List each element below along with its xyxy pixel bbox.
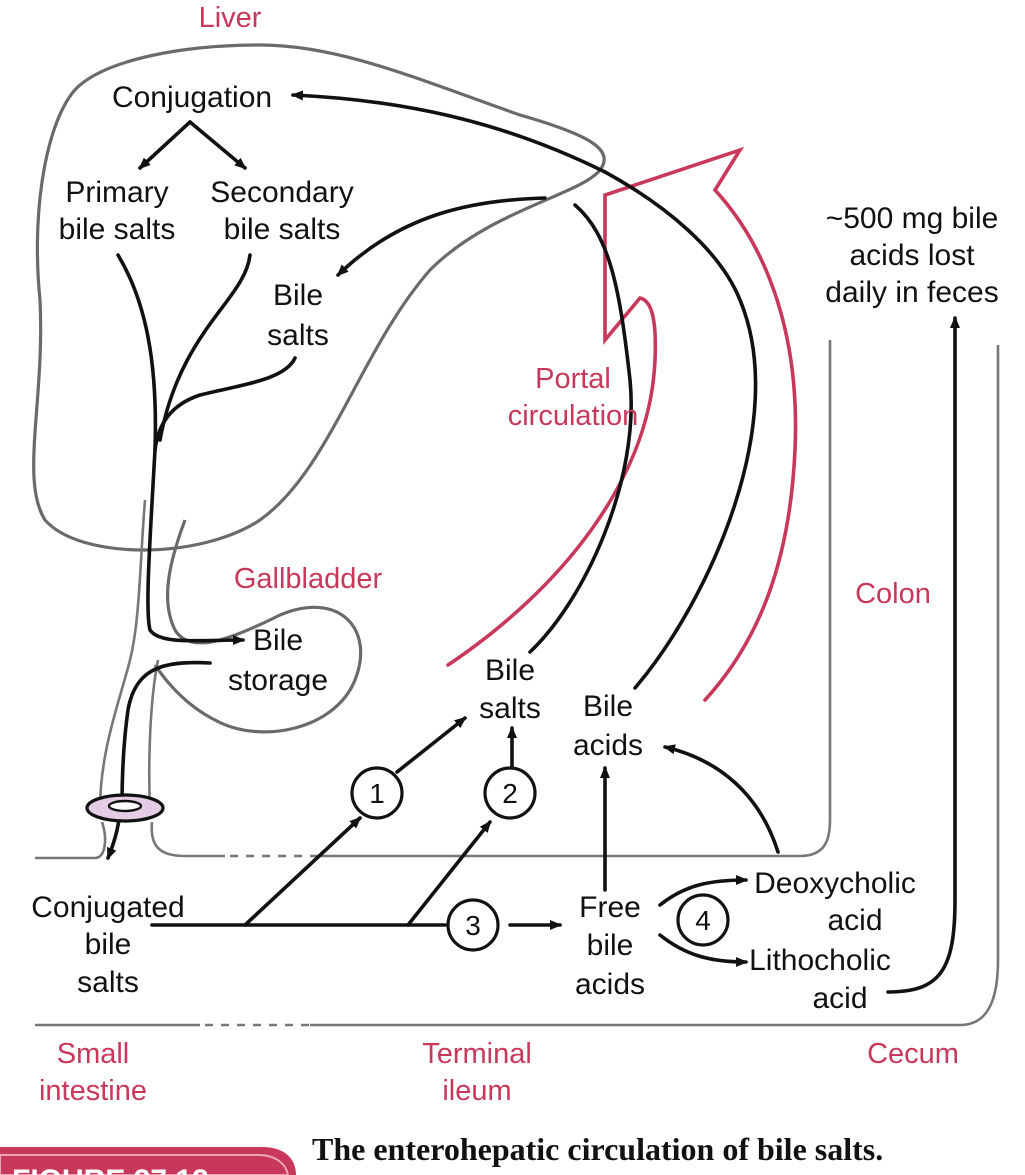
node-lithocholic-2: acid	[812, 982, 867, 1015]
label-portal-2: circulation	[508, 400, 639, 432]
label-colon: Colon	[855, 578, 931, 610]
node-lost-1: ~500 mg bile	[826, 202, 999, 235]
line-ileum-salts-to-liver	[528, 203, 633, 654]
node-bile-acids-1: Bile	[583, 690, 633, 723]
line-liver-salts-to-duct	[153, 356, 297, 452]
step-2: 2	[502, 778, 518, 809]
node-bile-storage-2: storage	[228, 664, 328, 697]
node-secondary-2: bile salts	[224, 213, 341, 246]
duct-wall-left	[98, 499, 147, 811]
step-3: 3	[465, 910, 481, 941]
line-storage-to-intestine	[120, 660, 212, 810]
label-portal-1: Portal	[535, 363, 611, 395]
line-secondary-to-duct	[158, 253, 252, 442]
step-circle-3	[446, 898, 500, 952]
arrow-free-to-deoxycholic	[658, 875, 748, 907]
arrow-conjugation-to-primary	[138, 120, 192, 170]
gallbladder-outline	[153, 519, 363, 734]
figure-number: FIGURE 27.12	[12, 1164, 209, 1175]
node-secondary-1: Secondary	[210, 176, 353, 209]
portal-circulation-arrow	[446, 146, 798, 702]
figure-caption: The enterohepatic circulation of bile sa…	[312, 1131, 883, 1167]
arrow-free-to-lithocholic	[658, 933, 748, 967]
sphincter-ring-hole	[107, 799, 143, 813]
node-liver-bile-salts-1: Bile	[273, 279, 323, 312]
node-primary-2: bile salts	[59, 213, 176, 246]
label-gallbladder: Gallbladder	[234, 563, 383, 595]
node-bile-acids-2: acids	[573, 729, 643, 762]
arrow-lithocholic-to-feces	[886, 316, 960, 994]
node-conjugated-3: salts	[77, 966, 139, 999]
node-deoxycholic-2: acid	[827, 904, 882, 937]
line-primary-to-duct	[116, 253, 158, 452]
node-free-1: Free	[579, 891, 641, 924]
step-1: 1	[369, 778, 385, 809]
node-lithocholic-1: Lithocholic	[749, 944, 891, 977]
node-bile-storage-1: Bile	[253, 624, 303, 657]
label-small-intestine-2: intestine	[39, 1075, 147, 1107]
node-conjugated-2: bile	[85, 928, 132, 961]
step-circle-1	[350, 766, 404, 820]
node-ileum-bile-salts-2: salts	[479, 692, 541, 725]
node-free-3: acids	[575, 968, 645, 1001]
node-ileum-bile-salts-1: Bile	[485, 654, 535, 687]
arrow-to-liver-bile-salts	[336, 196, 547, 277]
node-conjugation: Conjugation	[112, 81, 272, 114]
label-terminal-ileum-1: Terminal	[422, 1038, 532, 1070]
node-lost-3: daily in feces	[825, 276, 998, 309]
arrow-to-step-2	[406, 820, 492, 927]
step-4: 4	[695, 905, 711, 936]
label-small-intestine-1: Small	[57, 1038, 130, 1070]
node-conjugated-1: Conjugated	[31, 891, 184, 924]
node-primary-1: Primary	[65, 176, 168, 209]
liver-outline	[32, 43, 606, 552]
intestine-wall-upper	[35, 821, 107, 860]
arrow-deoxycholic-to-bile-acids	[663, 744, 780, 854]
intestine-wall-lower-2	[310, 345, 1000, 1027]
step-circle-4	[676, 893, 730, 947]
intestine-wall-upper-2	[150, 821, 225, 858]
label-liver: Liver	[199, 2, 262, 34]
label-terminal-ileum-2: ileum	[442, 1075, 511, 1107]
node-lost-2: acids lost	[849, 239, 975, 272]
arrow-conjugation-to-secondary	[188, 120, 247, 170]
arrow-duct-to-storage	[146, 448, 245, 646]
intestine-wall-upper-3	[320, 340, 832, 858]
label-cecum: Cecum	[867, 1038, 959, 1070]
arrow-step1-to-bile-salts	[395, 716, 467, 774]
arrow-to-step-1	[243, 816, 362, 927]
arrow-return-to-conjugation	[291, 90, 607, 174]
node-liver-bile-salts-2: salts	[267, 319, 329, 352]
duct-wall-right	[147, 659, 160, 811]
node-deoxycholic-1: Deoxycholic	[754, 867, 916, 900]
step-circle-2	[483, 766, 537, 820]
line-bile-acids-to-liver	[603, 170, 758, 690]
node-free-2: bile	[587, 929, 634, 962]
